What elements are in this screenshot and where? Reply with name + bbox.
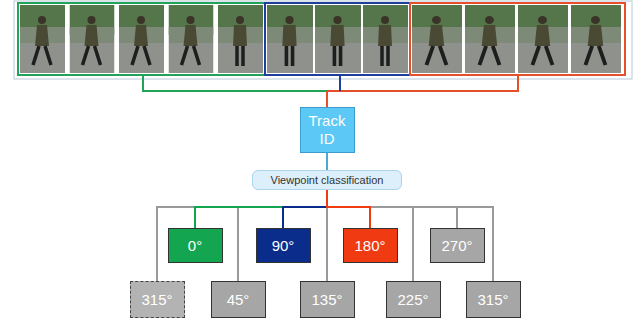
- viewpoint-box: 270°: [430, 228, 485, 263]
- node-label: 0°: [188, 237, 202, 255]
- walking-frame: [571, 5, 621, 73]
- tree-connector: [327, 190, 493, 281]
- tree-connector: [238, 190, 327, 281]
- node-label: 90°: [272, 237, 295, 255]
- node-label: 270°: [441, 237, 472, 255]
- tree-connector: [327, 190, 413, 281]
- tree-connector: [283, 190, 327, 228]
- tree-connector: [157, 190, 327, 281]
- green-frame-group: [18, 3, 265, 75]
- walking-frame: [169, 5, 214, 73]
- walking-frame: [267, 5, 313, 73]
- walking-frame: [70, 5, 115, 73]
- node-label: 315°: [477, 291, 508, 309]
- viewpoint-box: 45°: [211, 281, 266, 318]
- tree-connector: [326, 153, 328, 170]
- node-label: Track ID: [305, 112, 350, 148]
- viewpoint-box: 0°: [168, 228, 223, 263]
- blue-frame-group: [265, 3, 410, 75]
- viewpoint-box: 315°: [130, 281, 185, 318]
- group-border: [265, 3, 410, 75]
- walking-frame: [412, 5, 462, 73]
- classification-pill: Viewpoint classification: [252, 170, 402, 190]
- tree-connector: [327, 190, 457, 228]
- viewpoint-box: 135°: [300, 281, 355, 318]
- group-border: [410, 3, 625, 75]
- merge-line: [143, 75, 327, 91]
- node-label: 135°: [311, 291, 342, 309]
- group-border: [18, 3, 265, 75]
- walking-frame: [218, 5, 263, 73]
- walking-frame: [20, 5, 65, 73]
- walking-frame: [315, 5, 361, 73]
- walking-frame: [119, 5, 164, 73]
- viewpoint-box: 225°: [386, 281, 441, 318]
- strip-outer-frame: [14, 1, 632, 79]
- node-label: 180°: [354, 237, 385, 255]
- walking-frame: [363, 5, 408, 73]
- node-label: Viewpoint classification: [271, 173, 384, 187]
- node-label: 225°: [397, 291, 428, 309]
- tree-connector: [195, 190, 327, 228]
- viewpoint-box: 315°: [466, 281, 521, 318]
- merge-line: [327, 75, 518, 91]
- node-label: 45°: [227, 291, 250, 309]
- viewpoint-box: 90°: [256, 228, 311, 263]
- walking-frame: [518, 5, 568, 73]
- red-frame-group: [410, 3, 625, 75]
- node-label: 315°: [141, 291, 172, 309]
- walking-frame: [465, 5, 515, 73]
- tree-connector: [327, 190, 370, 228]
- merge-line: [339, 75, 341, 91]
- merge-line: [326, 91, 328, 107]
- viewpoint-box: 180°: [343, 228, 398, 263]
- track-id-box: Track ID: [300, 107, 355, 153]
